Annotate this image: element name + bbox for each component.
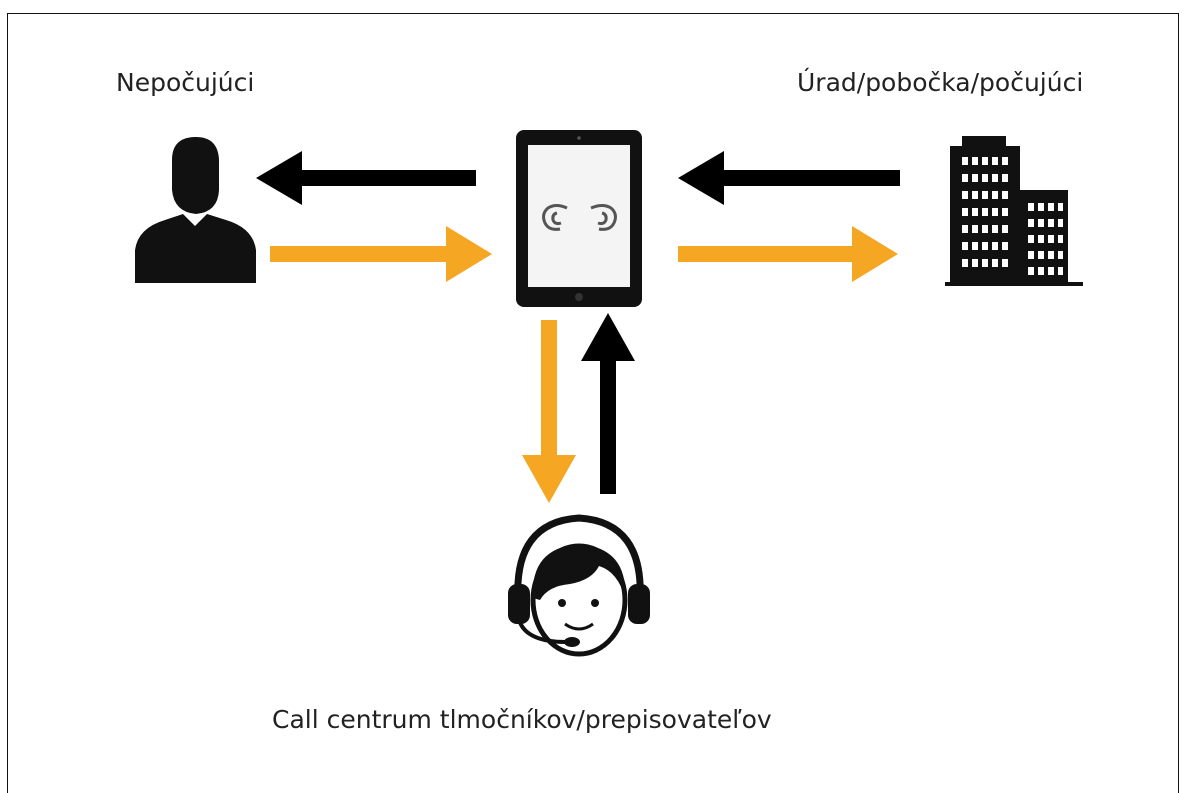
label-office: Úrad/pobočka/počujúci (797, 68, 1084, 97)
app-logo-icon (542, 204, 617, 231)
arrow-tablet-to-deaf-user (256, 151, 476, 205)
label-call-center: Call centrum tlmočníkov/prepisovateľov (272, 705, 772, 734)
arrow-deaf-user-to-tablet (270, 226, 492, 282)
tablet-icon (516, 130, 642, 307)
arrow-office-to-tablet (678, 151, 900, 205)
label-deaf-user: Nepočujúci (116, 68, 255, 97)
person-icon (135, 136, 256, 283)
arrow-tablet-to-call-center (522, 320, 576, 503)
headset-operator-icon (508, 514, 650, 657)
office-building-icon (945, 136, 1083, 286)
arrow-call-center-to-tablet (581, 313, 635, 494)
arrow-tablet-to-office (678, 226, 898, 282)
